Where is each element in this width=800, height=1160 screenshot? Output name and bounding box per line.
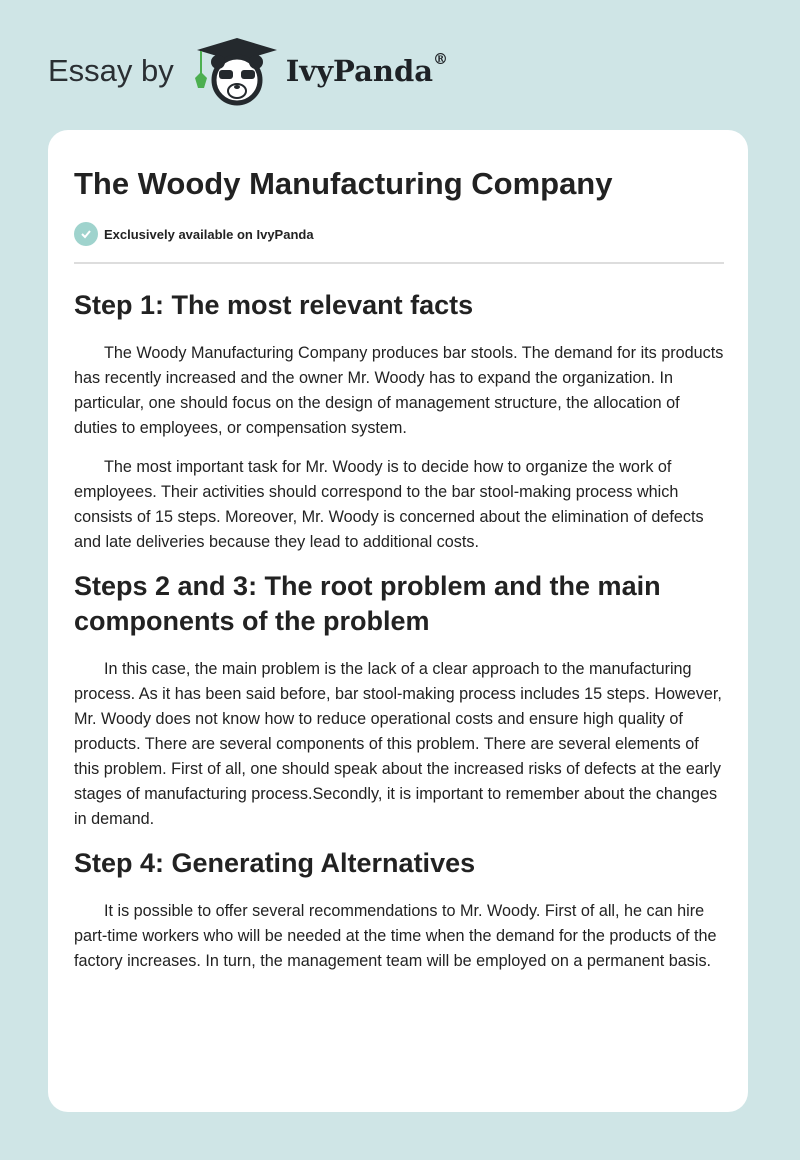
paragraph: It is possible to offer several recommen…: [74, 902, 717, 970]
brand-header: Essay by IvyPanda®: [48, 36, 448, 106]
divider: [74, 262, 724, 264]
brand-name: IvyPanda®: [285, 50, 449, 88]
page-title: The Woody Manufacturing Company: [74, 166, 613, 201]
section-heading: Step 1: The most relevant facts: [74, 290, 474, 320]
essay-by-label: Essay by: [48, 53, 174, 88]
exclusive-label: Exclusively available on IvyPanda: [104, 226, 314, 242]
section-heading: Step 4: Generating Alternatives: [74, 848, 476, 878]
exclusive-badge: Exclusively available on IvyPanda: [74, 222, 724, 246]
paragraph: The Woody Manufacturing Company produces…: [74, 344, 724, 437]
check-icon: [74, 222, 98, 246]
essay-card: The Woody Manufacturing Company Exclusiv…: [48, 130, 748, 1112]
paragraph: In this case, the main problem is the la…: [74, 660, 722, 828]
paragraph: The most important task for Mr. Woody is…: [74, 458, 704, 551]
section-heading: Steps 2 and 3: The root problem and the …: [74, 571, 661, 636]
panda-logo-icon: [194, 38, 277, 106]
